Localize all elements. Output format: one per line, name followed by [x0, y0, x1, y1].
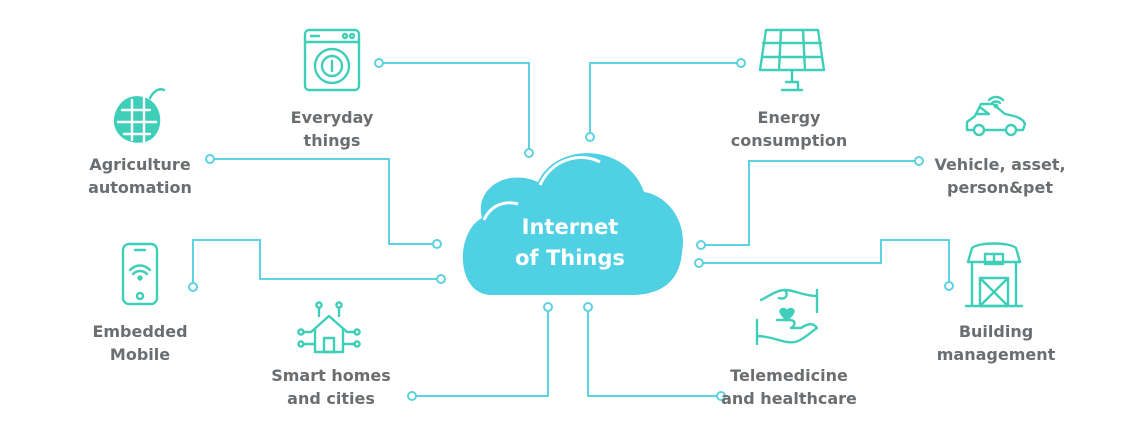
washing-machine-icon: [303, 28, 361, 92]
connector-agriculture: [213, 158, 434, 245]
connector-smart-homes: [415, 310, 549, 397]
label-energy-consumption: Energy consumption: [730, 108, 848, 150]
label-everyday-things: Everyday things: [290, 108, 374, 150]
connector-dots: [188, 58, 954, 401]
label-smart-homes: Smart homes and cities: [271, 366, 391, 408]
connector-energy: [589, 62, 737, 134]
smartphone-wifi-icon: [121, 242, 159, 306]
connector-building: [702, 239, 950, 283]
connector-embedded: [192, 239, 438, 284]
solar-panel-icon: [758, 28, 826, 92]
center-label-line1: Internet: [521, 215, 619, 239]
smart-home-circuit-icon: [297, 301, 361, 354]
hands-heart-icon: [755, 288, 819, 346]
barn-building-icon: [964, 242, 1024, 308]
label-embedded-mobile: Embedded Mobile: [92, 322, 188, 364]
center-label: Internet of Things: [455, 212, 685, 274]
label-building-management: Building management: [936, 322, 1056, 364]
center-label-line2: of Things: [515, 246, 625, 270]
label-telemedicine: Telemedicine and healthcare: [721, 366, 857, 408]
connector-vehicle: [704, 160, 916, 246]
cloud-shape: [462, 153, 684, 295]
connector-lines: [192, 62, 950, 397]
hop-cone-icon: [113, 88, 166, 144]
connected-car-icon: [965, 95, 1027, 137]
label-agriculture-automation: Agriculture automation: [88, 155, 192, 197]
connector-telemedicine: [587, 310, 718, 397]
label-vehicle-asset: Vehicle, asset, person&pet: [934, 155, 1066, 197]
connector-everyday: [383, 62, 530, 150]
